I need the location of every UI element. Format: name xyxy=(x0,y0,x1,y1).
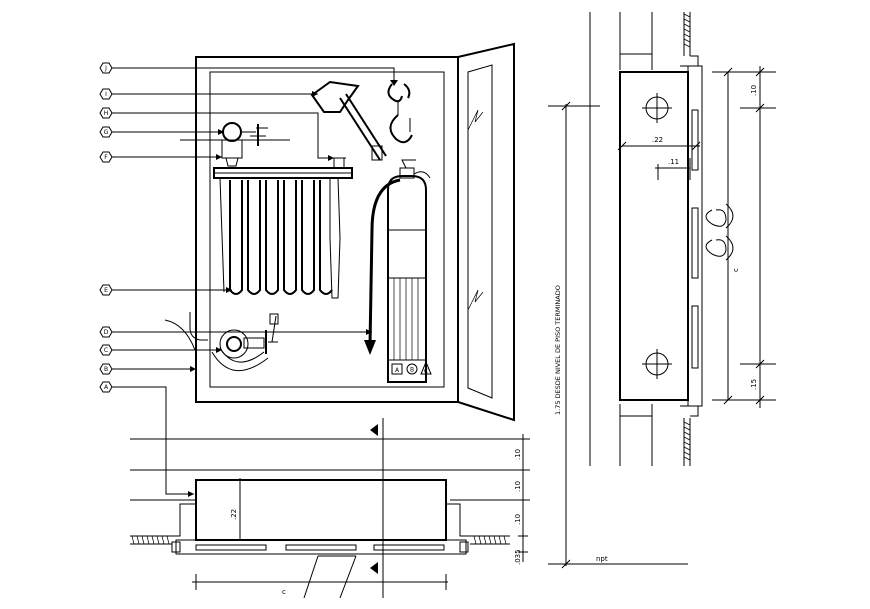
callout-d: D xyxy=(99,326,113,338)
svg-text:J: J xyxy=(104,65,107,72)
npt-label: npt xyxy=(596,555,608,563)
callout-f: F xyxy=(99,151,113,163)
wall-hatch-right xyxy=(473,535,507,545)
cabinet-dim-10: .10 xyxy=(750,85,758,96)
plan-dim-10c: .10 xyxy=(514,514,522,525)
extinguisher-class-c: C xyxy=(424,368,428,375)
cabinet-plan-view: c .22 .10 .10 .10 .035 xyxy=(130,418,530,599)
callout-b: B xyxy=(99,363,113,375)
cabinet-dim-15: .15 xyxy=(750,379,758,390)
svg-text:E: E xyxy=(104,287,108,294)
callout-h: H xyxy=(99,107,113,119)
extinguisher-class-a: A xyxy=(395,367,400,374)
plan-dim-c: c xyxy=(282,588,286,596)
callout-markers: J I H G F E D C xyxy=(99,62,113,393)
svg-text:F: F xyxy=(104,154,108,161)
svg-text:G: G xyxy=(104,129,109,136)
cabinet-dim-c: c xyxy=(732,268,740,272)
svg-text:H: H xyxy=(104,110,109,117)
mounting-height-dimension: 1.75 DESDE NIVEL DE PISO TERMINADO npt xyxy=(548,101,688,569)
cabinet-front-elevation: A B C xyxy=(164,42,515,422)
cabinet-bottom-valve xyxy=(164,312,279,372)
svg-text:A: A xyxy=(104,384,109,391)
cabinet-dim-22: .22 xyxy=(652,136,663,144)
axe-hanger xyxy=(387,83,413,144)
extinguisher-class-b: B xyxy=(410,367,414,374)
plan-dim-035: .035 xyxy=(514,549,522,565)
svg-text:I: I xyxy=(105,91,107,98)
cabinet-dim-11: .11 xyxy=(668,158,679,166)
cabinet-door xyxy=(457,42,515,422)
callout-leaders xyxy=(112,67,398,497)
fire-hose-folds xyxy=(219,177,333,295)
callout-a: A xyxy=(99,381,113,393)
wall-hatch-left xyxy=(131,535,170,545)
plan-dim-10b: .10 xyxy=(514,481,522,492)
cabinet-side-section: .22 .11 .10 .15 c xyxy=(589,12,776,466)
callout-c: C xyxy=(99,344,113,356)
callout-i: I xyxy=(99,88,113,100)
plan-dim-22: .22 xyxy=(230,509,238,520)
hose-rack xyxy=(213,157,353,299)
callout-g: G xyxy=(99,126,113,138)
fire-extinguisher: A B C xyxy=(364,159,432,383)
axe-icon xyxy=(310,80,387,161)
svg-text:D: D xyxy=(104,329,109,336)
svg-text:B: B xyxy=(104,366,108,373)
callout-e: E xyxy=(99,284,113,296)
mounting-height-label: 1.75 DESDE NIVEL DE PISO TERMINADO xyxy=(554,285,562,415)
callout-j: J xyxy=(99,62,113,74)
svg-text:C: C xyxy=(104,347,108,354)
plan-dim-10a: .10 xyxy=(514,449,522,460)
